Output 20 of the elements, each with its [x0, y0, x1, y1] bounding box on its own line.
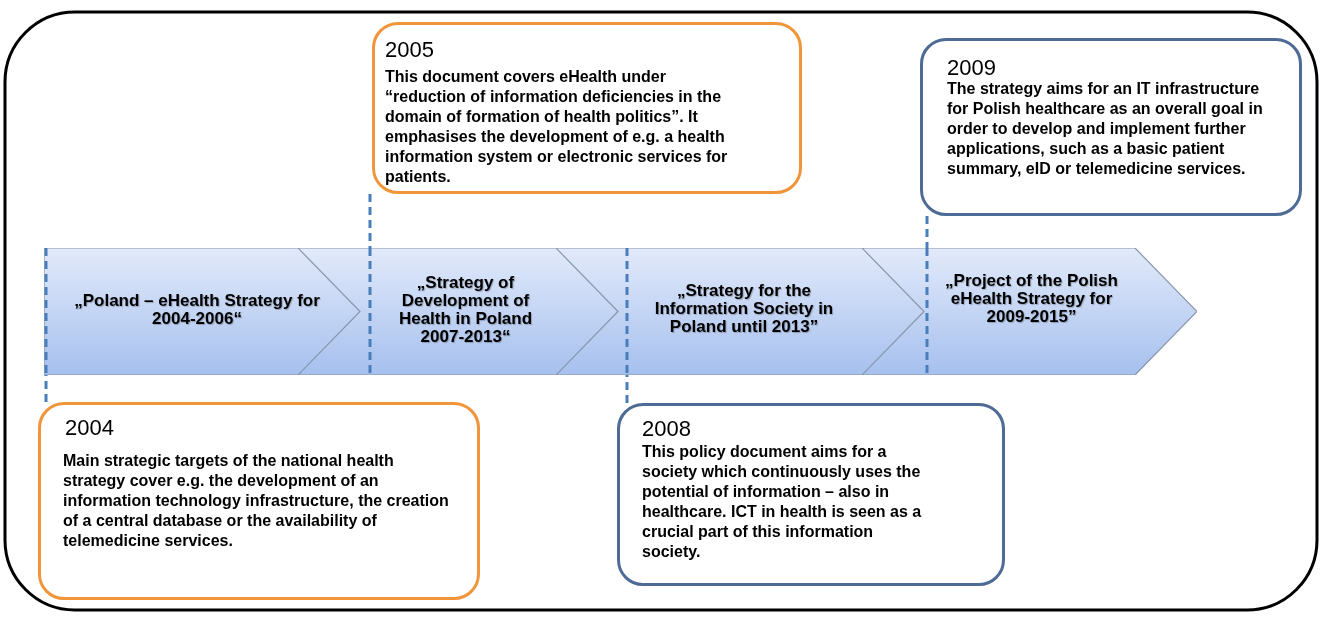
callout-box [617, 403, 1005, 586]
strategy-title: „Strategy of Development of Health in Poland 2007-2013“ [397, 274, 534, 346]
year-label: 2004 [65, 415, 114, 441]
dashed-connector [625, 375, 629, 403]
year-label: 2005 [385, 37, 434, 63]
description-text: This document covers eHealth under “reduction of information deficiencies in the domain of formation of health politics”. It emphasises the development of e.g. a health information system or electronic services for patients. [385, 67, 729, 187]
strategy-title: „Poland – eHealth Strategy for 2004-2006“ [73, 292, 321, 328]
dashed-connector [44, 375, 48, 402]
dashed-connector [368, 194, 372, 248]
description-text: This policy document aims for a society which continuously uses the potential of information – also in healthcare. ICT in health is seen as a crucial part of this information society. [642, 442, 923, 562]
year-label: 2008 [642, 416, 691, 442]
callout-box [38, 402, 480, 600]
dashed-connector [925, 216, 929, 248]
callout-box [920, 38, 1302, 216]
description-text: Main strategic targets of the national health strategy cover e.g. the development of an information technology infrastructure, the creation of a central database or the availability of telemedicine services. [63, 451, 450, 551]
strategy-title: „Strategy for the Information Society in Poland until 2013” [653, 282, 835, 336]
year-label: 2009 [947, 55, 996, 81]
strategy-title: „Project of the Polish eHealth Strategy for 2009-2015” [944, 272, 1119, 326]
description-text: The strategy aims for an IT infrastructure for Polish healthcare as an overall goal in order to develop and implement further applications, such as a basic patient summary, eID or telemedicine services. [947, 79, 1264, 179]
callout-box [372, 22, 802, 194]
